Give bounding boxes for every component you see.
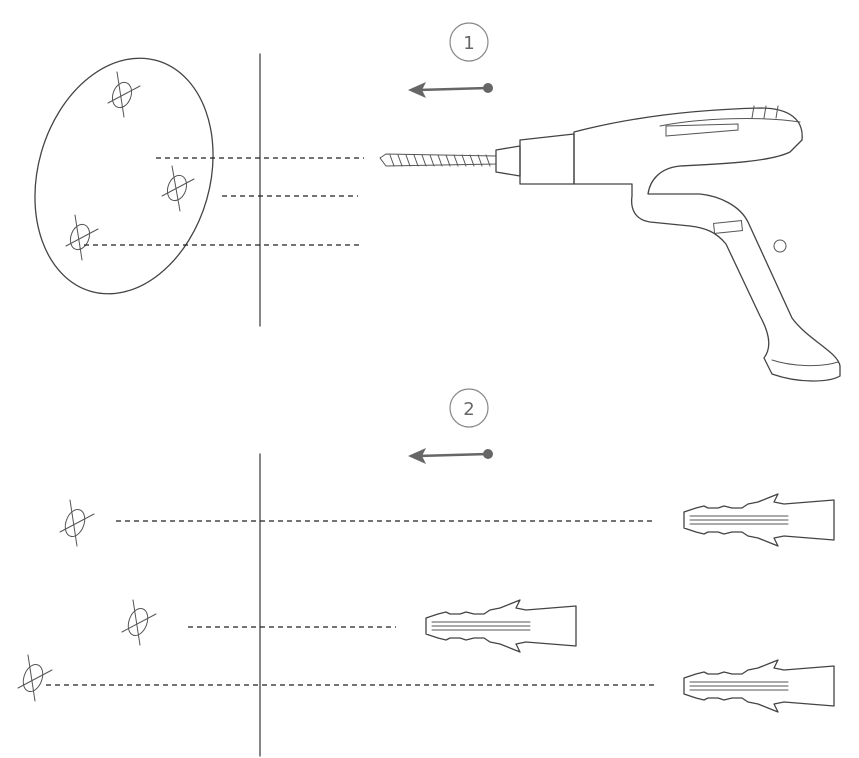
hole-mark-top-icon: [107, 71, 141, 118]
hole-mark-right-icon: [161, 165, 195, 212]
step-2-badge: [449, 388, 489, 428]
step-2-number: 2: [463, 399, 474, 420]
step-1-direction-arrow-icon: [408, 82, 493, 98]
mounting-template: [34, 57, 214, 295]
drilled-hole-2-icon: [121, 599, 157, 646]
hole-mark-bottom-icon: [65, 214, 99, 261]
drilled-hole-1-icon: [59, 499, 95, 547]
wall-plug-2-icon: [425, 599, 577, 653]
step-1: 1: [34, 22, 841, 382]
drilled-hole-3-icon: [17, 654, 53, 702]
wall-plug-1-icon: [683, 493, 835, 547]
step-2-direction-arrow-icon: [408, 448, 493, 464]
wall-plug-3-icon: [683, 659, 835, 713]
step-2: 2: [17, 388, 835, 757]
step-1-number: 1: [463, 33, 474, 54]
power-drill-icon: [379, 105, 841, 382]
step-1-badge: [449, 22, 489, 62]
